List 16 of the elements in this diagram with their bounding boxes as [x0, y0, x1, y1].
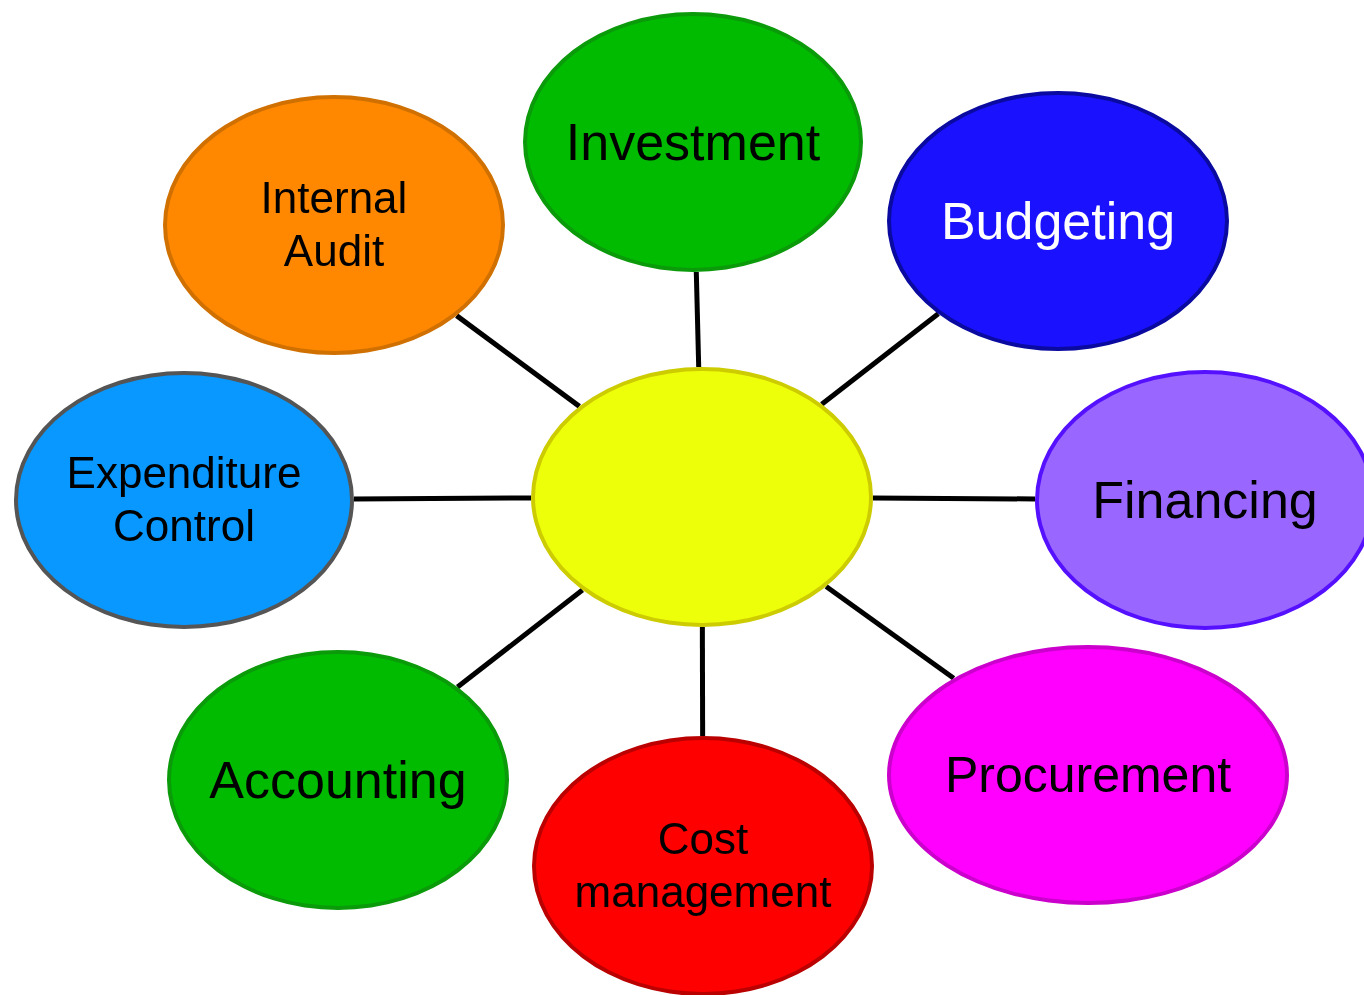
topic-label: Investment — [565, 111, 821, 173]
connector-line — [820, 311, 940, 407]
connector-line — [824, 584, 956, 681]
connector-line — [354, 495, 531, 502]
connector-line — [872, 495, 1036, 502]
topic-label: Budgeting — [940, 190, 1176, 252]
topic-label: Internal Audit — [259, 172, 409, 277]
topic-label: Procurement — [944, 746, 1232, 805]
connector-line — [455, 313, 581, 409]
topic-label: Cost management — [573, 813, 833, 918]
connector-line — [699, 627, 706, 736]
topic-label: Accounting — [209, 749, 467, 811]
connector-line — [693, 271, 702, 368]
topic-label: Financing — [1092, 469, 1318, 531]
connector-line — [456, 587, 584, 690]
topic-label: Expenditure Control — [65, 447, 303, 552]
